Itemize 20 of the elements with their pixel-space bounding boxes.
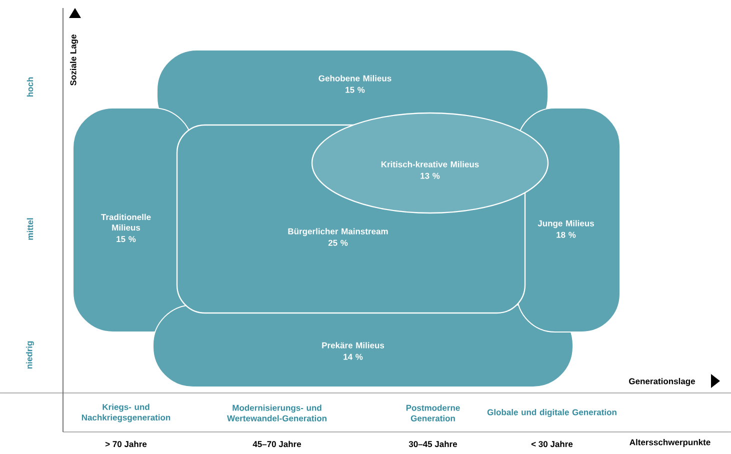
age-label: < 30 Jahre [531,440,573,448]
generation-label: Kriegs- und Nachkriegsgeneration [82,404,170,422]
milieu-label: Traditionelle Milieus 15 % [101,214,151,242]
milieu-label: Junge Milieus 18 % [538,220,594,238]
milieu-label: Bürgerlicher Mainstream 25 % [288,228,388,246]
generation-label: Globale und digitale Generation [487,409,616,417]
axis-label: Altersschwerpunkte [630,439,710,447]
generation-label: Postmoderne Generation [406,404,460,422]
age-label: 45–70 Jahre [252,440,302,448]
generation-label: Modernisierungs- und Wertewandel-Generation [227,404,326,422]
scale-label: niedrig [26,341,34,369]
milieu-label: Gehobene Milieus 15 % [318,75,392,93]
scale-label: hoch [26,77,34,97]
age-label: 30–45 Jahre [408,440,458,448]
axis-label: Soziale Lage [70,34,78,86]
milieu-label: Prekäre Milieus 14 % [322,342,384,360]
age-label: > 70 Jahre [105,440,147,448]
axis-label: Generationslage [629,378,696,386]
scale-label: mittel [26,218,34,240]
milieu-label: Kritisch-kreative Milieus 13 % [381,161,479,179]
